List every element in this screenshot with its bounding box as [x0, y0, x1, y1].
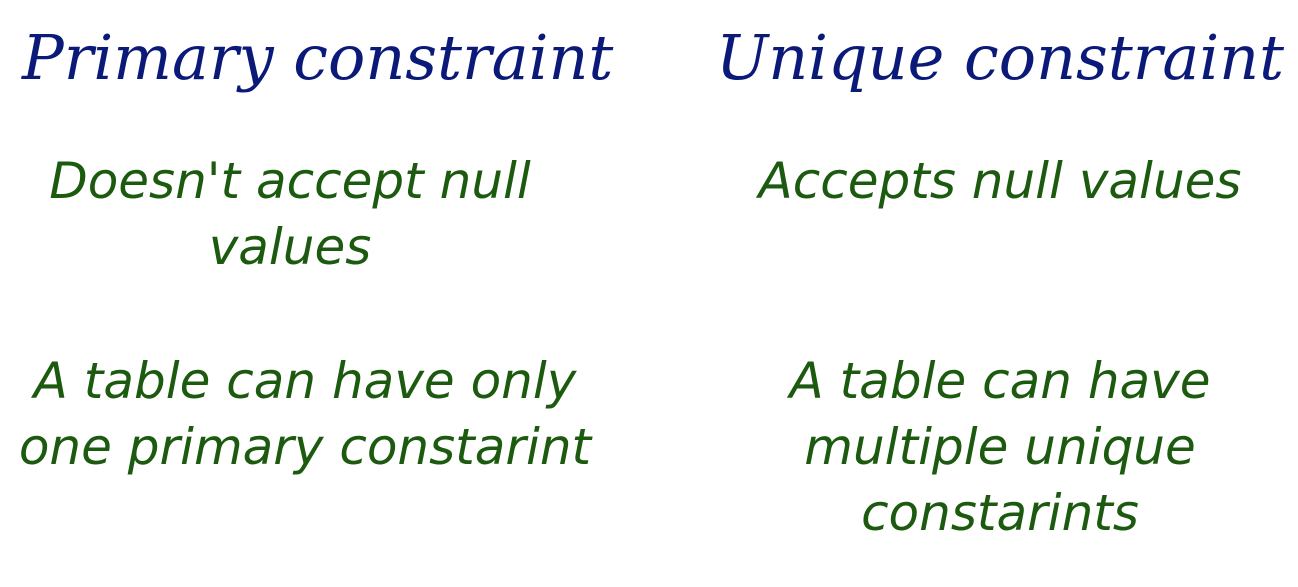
- unique-count-point: A table can have multiple unique constar…: [789, 352, 1211, 542]
- unique-heading: Unique constraint: [715, 21, 1285, 94]
- unique-null-point: Accepts null values: [758, 152, 1242, 210]
- primary-heading: Primary constraint: [22, 21, 614, 94]
- primary-count-point: A table can have only one primary consta…: [18, 352, 592, 476]
- primary-null-point: Doesn't accept null values: [49, 152, 531, 276]
